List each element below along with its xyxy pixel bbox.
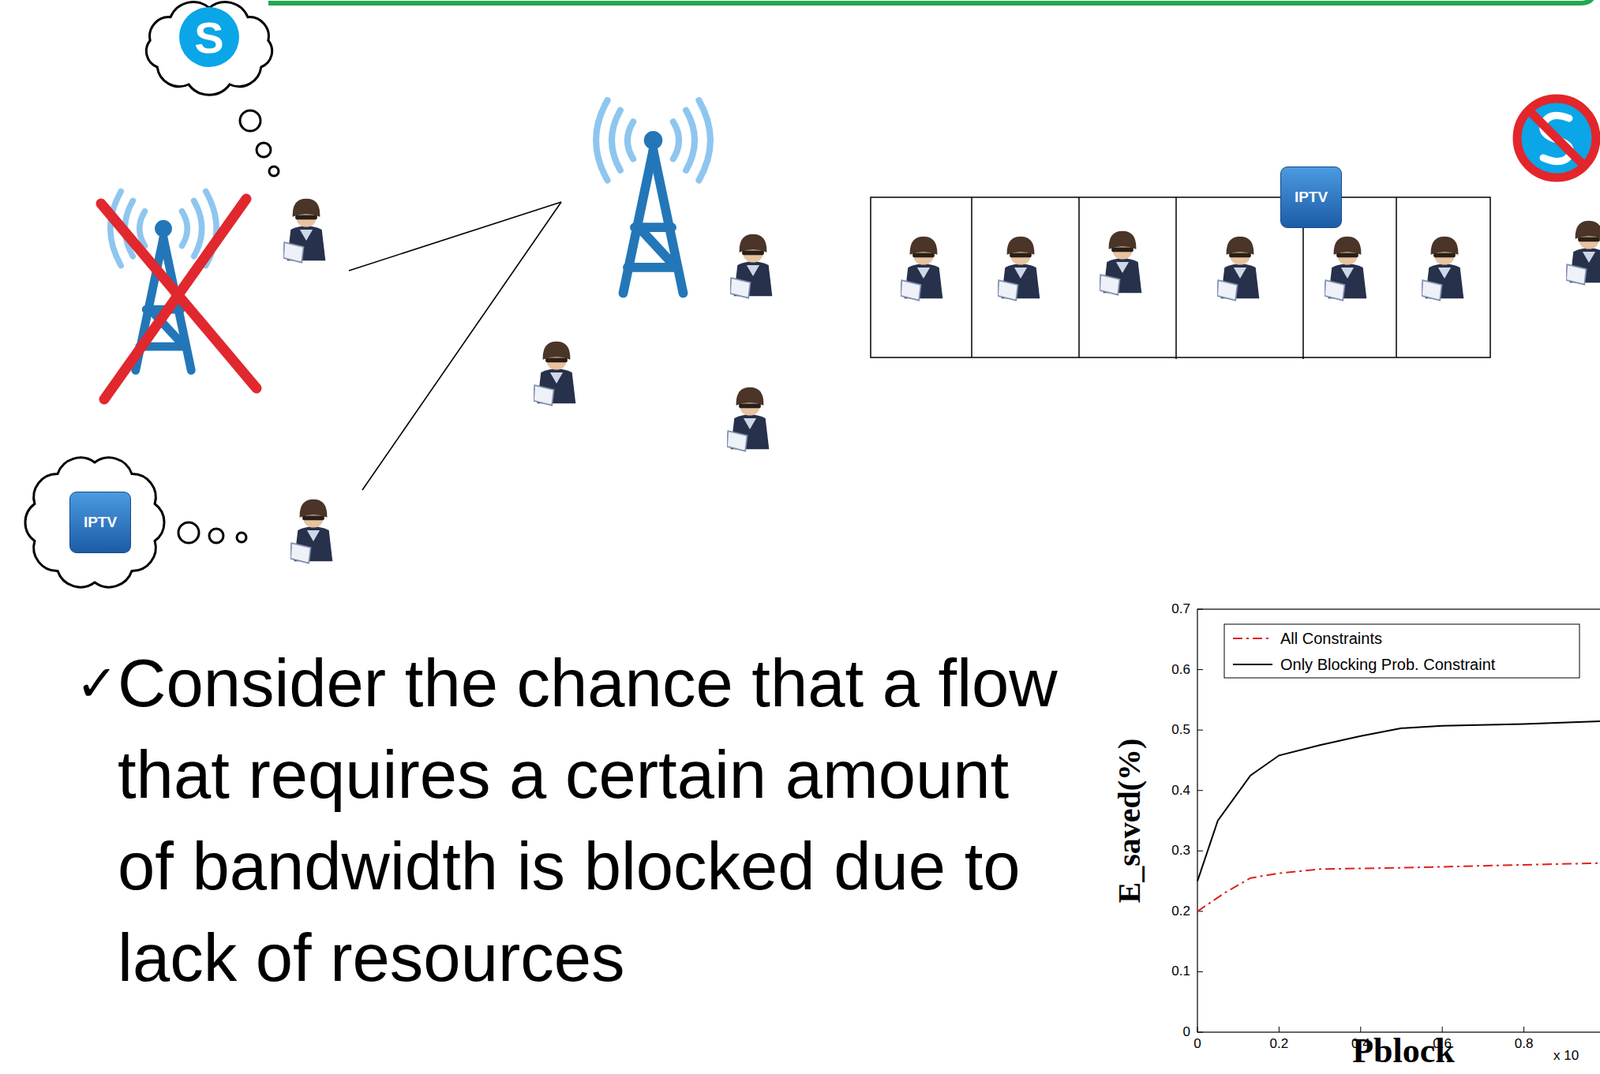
x-tick: 0.2 <box>1270 1036 1289 1053</box>
legend-text: All Constraints <box>1280 629 1383 649</box>
thought-bubble <box>256 142 271 158</box>
user-icon <box>900 236 943 301</box>
chart <box>1197 609 1600 1033</box>
user-icon <box>1217 236 1260 301</box>
no-skype-sign <box>1517 98 1597 178</box>
axis-multiplier: x 10 <box>1553 1048 1579 1065</box>
tick <box>1197 730 1203 731</box>
x-tick: 0.8 <box>1514 1036 1534 1053</box>
user-icon <box>1421 236 1464 301</box>
tick <box>1197 790 1203 791</box>
iptv-icon: IPTV <box>69 491 132 554</box>
user-icon <box>997 236 1040 301</box>
user-icon <box>726 387 769 452</box>
resource-slots <box>870 197 1491 360</box>
y-tick: 0.6 <box>1171 662 1191 679</box>
tower-on <box>595 100 711 293</box>
bullet-text: Consider the chance that a flow that req… <box>117 637 1071 1005</box>
tick <box>1197 609 1203 611</box>
y-tick: 0.4 <box>1171 783 1191 799</box>
user-icon <box>1324 236 1367 301</box>
users <box>283 198 1600 564</box>
thought-bubble <box>178 522 199 544</box>
tick <box>1523 1026 1525 1033</box>
user-icon <box>1099 231 1142 296</box>
skype-logo: S <box>179 7 240 68</box>
user-icon <box>283 198 326 263</box>
user-icon <box>533 341 576 406</box>
icon-text: IPTV <box>1294 188 1328 207</box>
thought-bubble <box>209 528 224 544</box>
x-axis-title: Pblock <box>1352 1030 1455 1072</box>
thought-bubble <box>236 532 247 543</box>
y-tick: 0 <box>1183 1024 1191 1041</box>
y-axis-title: E_saved(%) <box>1110 738 1148 904</box>
thought-clouds <box>25 2 279 588</box>
y-tick: 0.3 <box>1171 843 1191 859</box>
legend-text: Only Blocking Prob. Constraint <box>1280 655 1496 675</box>
cloud <box>25 457 165 588</box>
tick <box>1197 850 1203 852</box>
tick <box>1197 1026 1199 1033</box>
x-tick: 0 <box>1193 1036 1201 1053</box>
user-icon <box>1566 221 1600 285</box>
bullet-check: ✓ <box>75 654 119 713</box>
thought-bubble <box>239 110 261 132</box>
icon-text: S <box>194 11 224 64</box>
user-icon <box>730 234 772 299</box>
icon-text: IPTV <box>83 513 117 532</box>
tick <box>1197 1032 1203 1034</box>
tick <box>1197 971 1203 973</box>
iptv-icon: IPTV <box>1280 166 1342 229</box>
y-tick: 0.7 <box>1171 601 1191 618</box>
tick <box>1197 669 1203 671</box>
y-tick: 0.5 <box>1171 722 1191 739</box>
frame-border <box>268 0 1595 4</box>
y-tick: 0.1 <box>1171 963 1191 980</box>
thought-bubble <box>269 166 279 177</box>
cross-mark <box>101 198 257 400</box>
cloud <box>146 2 272 96</box>
tick <box>1278 1026 1280 1033</box>
y-tick: 0.2 <box>1171 903 1191 920</box>
link-lines <box>348 202 562 491</box>
user-icon <box>290 499 333 564</box>
